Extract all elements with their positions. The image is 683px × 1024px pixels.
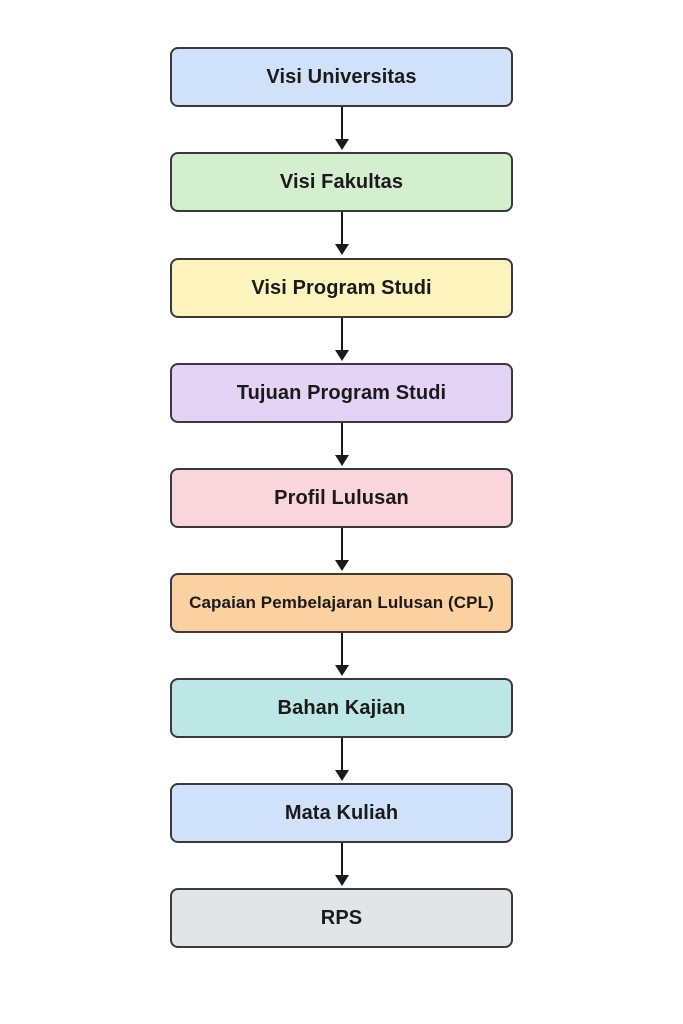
node-mata-kuliah: Mata Kuliah bbox=[170, 783, 513, 843]
arrow-down-icon bbox=[333, 528, 351, 572]
node-capaian-pembelajaran-lulusan: Capaian Pembelajaran Lulusan (CPL) bbox=[170, 573, 513, 633]
node-tujuan-program-studi: Tujuan Program Studi bbox=[170, 363, 513, 423]
arrow-down-icon bbox=[333, 212, 351, 256]
arrow-down-icon bbox=[333, 318, 351, 362]
node-visi-fakultas: Visi Fakultas bbox=[170, 152, 513, 212]
node-rps: RPS bbox=[170, 888, 513, 948]
node-visi-program-studi: Visi Program Studi bbox=[170, 258, 513, 318]
arrow-down-icon bbox=[333, 738, 351, 782]
node-profil-lulusan: Profil Lulusan bbox=[170, 468, 513, 528]
arrow-down-icon bbox=[333, 423, 351, 467]
node-bahan-kajian: Bahan Kajian bbox=[170, 678, 513, 738]
arrow-down-icon bbox=[333, 633, 351, 677]
arrow-down-icon bbox=[333, 843, 351, 887]
node-visi-universitas: Visi Universitas bbox=[170, 47, 513, 107]
arrow-down-icon bbox=[333, 107, 351, 151]
